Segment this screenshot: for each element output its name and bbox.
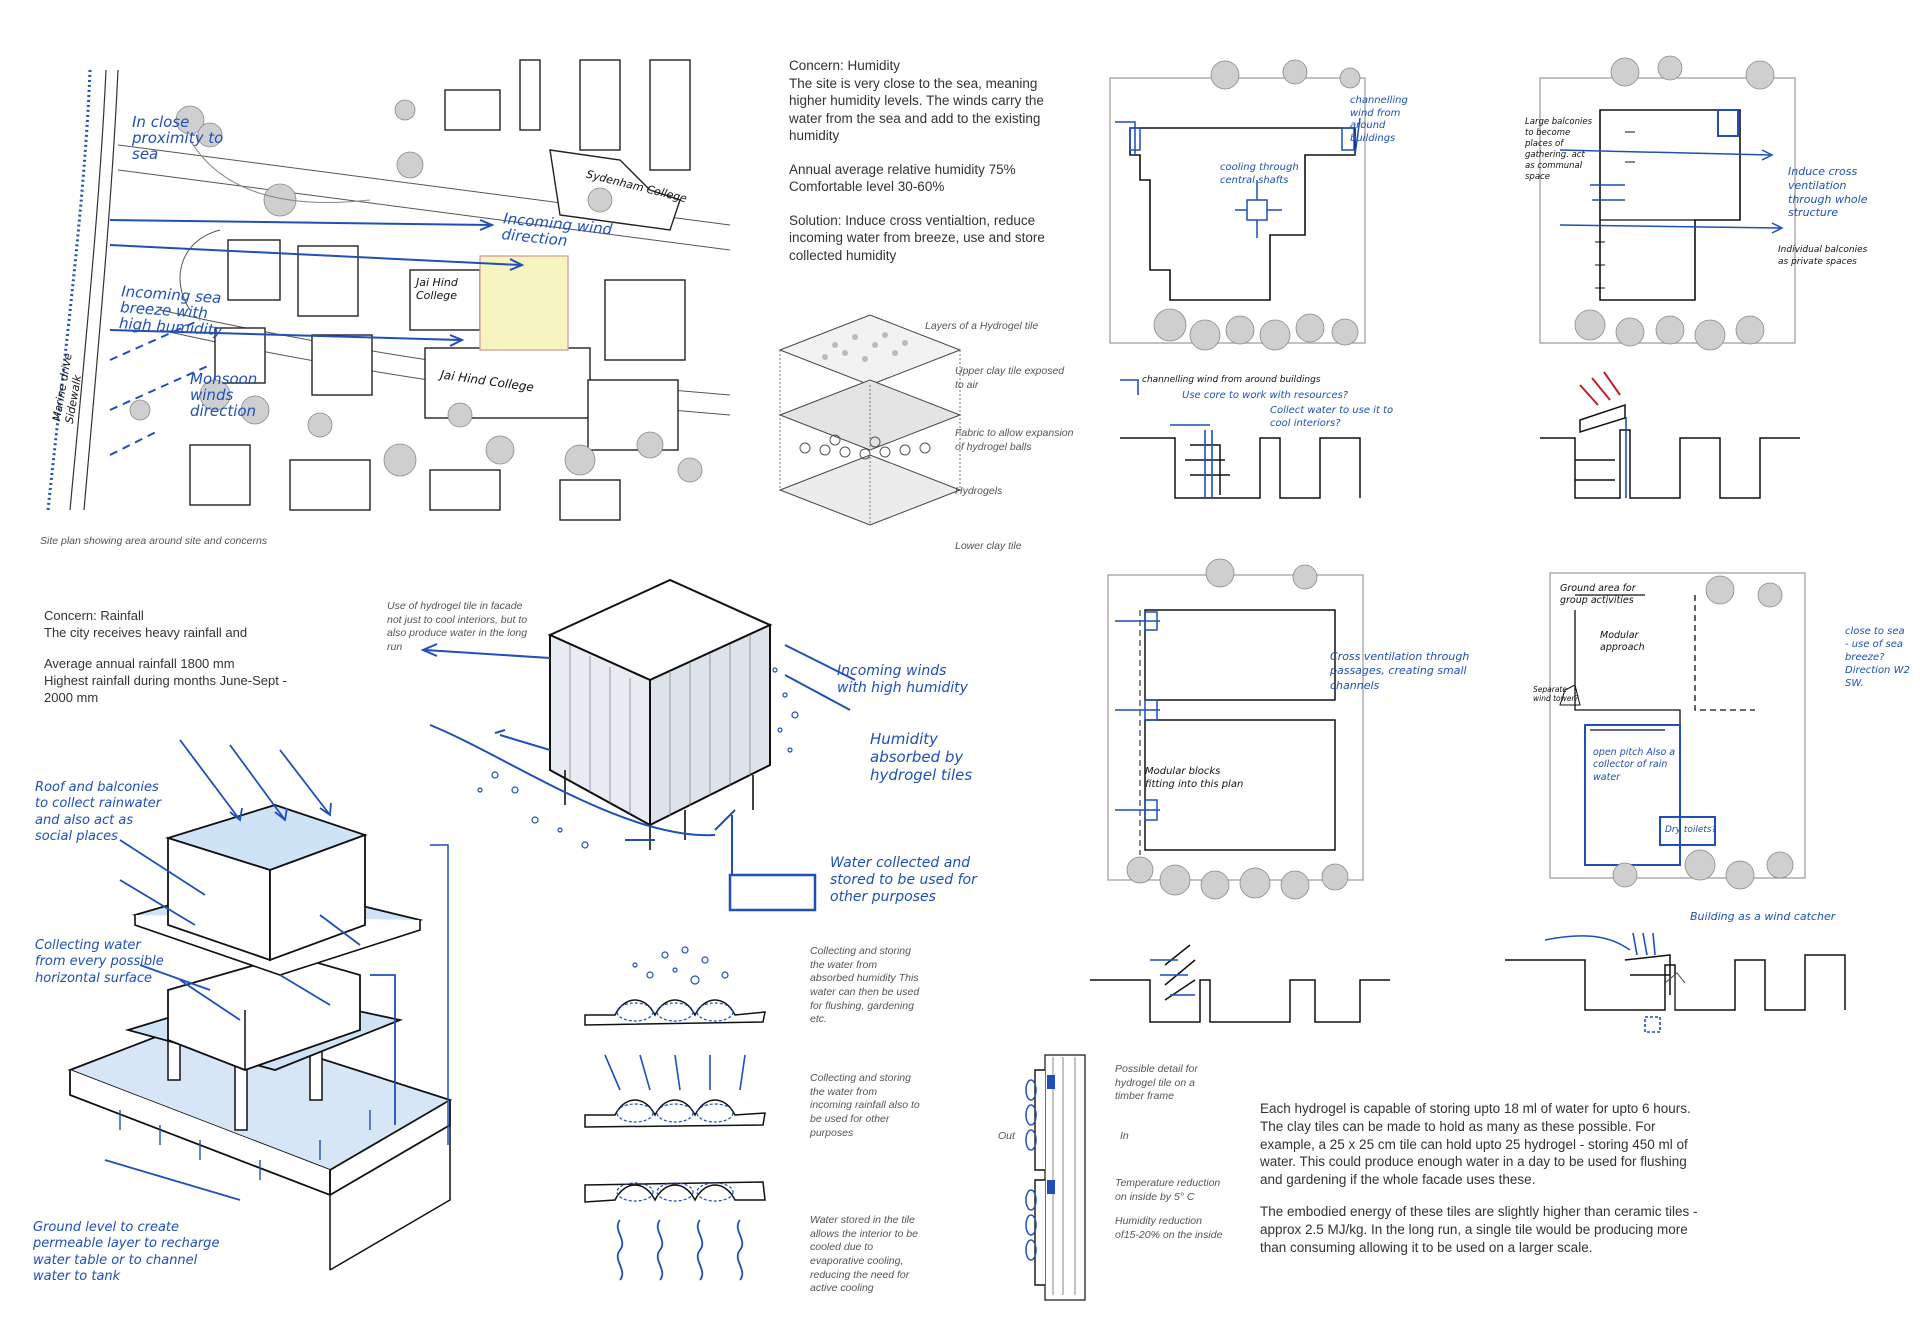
timber-in-label: In xyxy=(1120,1130,1129,1142)
plan4-modular: Modular approach xyxy=(1600,630,1645,654)
site-plot xyxy=(479,255,569,351)
rainfall-para-2a: Average annual rainfall 1800 mm xyxy=(44,655,235,671)
tile-layers-title: Layers of a Hydrogel tile xyxy=(925,320,1039,332)
rain-label-roof: Roof and balconies to collect rainwater … xyxy=(35,780,162,844)
tile-sections-drawing xyxy=(584,946,766,1281)
humidity-para-1: The site is very close to the sea, meani… xyxy=(789,75,1044,144)
site-label-sea-breeze: Incoming sea breeze with high humidity xyxy=(118,282,224,339)
plan2-induce: Induce cross ventilation through whole s… xyxy=(1788,165,1868,220)
facade-cube-drawing xyxy=(420,578,856,912)
site-plan-drawing xyxy=(46,59,731,521)
plan4-ground: Ground area for group activities xyxy=(1560,583,1636,607)
hydrogel-tile-diagram: Layers of a Hydrogel tile Upper clay til… xyxy=(775,314,1075,575)
plan1-section-note-2: Use core to work with resources? xyxy=(1182,390,1349,401)
rainfall-para-1: The city receives heavy rainfall and xyxy=(44,624,248,640)
plan3-modular: Modular blocks fitting into this plan xyxy=(1145,766,1244,790)
timber-detail-drawing xyxy=(1025,1054,1086,1301)
tile-layer-3: Hydrogels xyxy=(955,485,1003,497)
plan3-cross: Cross ventilation through passages, crea… xyxy=(1330,650,1470,692)
plan-option-2: Large balconies to become places of gath… xyxy=(1525,55,1900,510)
plan1-section-note-1: channelling wind from around buildings xyxy=(1142,375,1321,385)
site-plan: In close proximity to sea Incoming wind … xyxy=(40,50,731,547)
tile-layer-2: Fabric to allow expansion of hydrogel ba… xyxy=(955,427,1074,453)
tile-section-2-caption: Collecting and storing the water from in… xyxy=(810,1072,920,1139)
plan4-close: close to sea - use of sea breeze? Direct… xyxy=(1845,626,1910,689)
hydrogel-facade-diagram: Use of hydrogel tile in facade not just … xyxy=(385,578,1005,912)
facade-collected: Water collected and stored to be used fo… xyxy=(830,855,977,905)
plan2-drawing xyxy=(1539,55,1800,499)
plan2-large: Large balconies to become places of gath… xyxy=(1525,117,1593,183)
plan-option-4: Ground area for group activities Modular… xyxy=(1505,555,1910,1033)
tile-layer-1: Upper clay tile exposed to air xyxy=(955,365,1065,391)
rainfall-concern: Concern: Rainfall The city receives heav… xyxy=(44,608,294,706)
plan4-separate: Separate wind tower? xyxy=(1533,685,1579,703)
plan4-dry: Dry toilets? xyxy=(1665,825,1717,835)
site-label-jai-hind-small: Jai Hind College xyxy=(416,276,458,302)
plan4-drawing xyxy=(1505,572,1846,1033)
hydrogel-summary: Each hydrogel is capable of storing upto… xyxy=(1260,1100,1700,1257)
humidity-title: Concern: Humidity xyxy=(789,58,901,73)
timber-detail-title: Possible detail for hydrogel tile on a t… xyxy=(1115,1063,1198,1103)
humidity-para-3: Solution: Induce cross ventialtion, redu… xyxy=(789,212,1045,263)
site-plan-caption: Site plan showing area around site and c… xyxy=(40,535,268,547)
timber-detail: Out In Possible detail for hydrogel tile… xyxy=(995,1045,1235,1305)
plan3-drawing xyxy=(1090,558,1390,1023)
rainfall-title: Concern: Rainfall xyxy=(44,608,144,623)
tile-layers-drawing xyxy=(778,314,962,526)
tile-section-3-caption: Water stored in the tile allows the inte… xyxy=(810,1214,918,1295)
humidity-concern: Concern: Humidity The site is very close… xyxy=(789,57,1049,264)
facade-absorbed: Humidity absorbed by hydrogel tiles xyxy=(870,730,973,784)
tile-layer-4: Lower clay tile xyxy=(955,540,1022,552)
plan1-drawing xyxy=(1109,59,1366,499)
plan4-open: open pitch Also a collector of rain wate… xyxy=(1593,747,1676,783)
humidity-para-2a: Annual average relative humidity 75% xyxy=(789,161,1016,177)
tile-section-1-caption: Collecting and storing the water from ab… xyxy=(810,945,920,1026)
timber-temp-note: Temperature reduction on inside by 5° C xyxy=(1115,1177,1221,1203)
timber-humidity-note: Humidity reduction of15-20% on the insid… xyxy=(1115,1215,1223,1241)
rainfall-para-2b: Highest rainfall during months June-Sept… xyxy=(44,672,287,705)
tile-sections: Collecting and storing the water from ab… xyxy=(575,940,935,1294)
timber-out-label: Out xyxy=(998,1130,1015,1142)
rain-building-drawing xyxy=(67,739,453,1271)
facade-incoming: Incoming winds with high humidity xyxy=(837,663,968,696)
plan1-cooling: cooling through central shafts xyxy=(1220,162,1299,186)
plan1-section-note-3: Collect water to use it to cool interior… xyxy=(1270,405,1394,429)
summary-para-1: Each hydrogel is capable of storing upto… xyxy=(1260,1101,1691,1188)
plan1-channelling: channelling wind from around buildings xyxy=(1350,95,1408,144)
rain-collection-diagram: Roof and balconies to collect rainwater … xyxy=(30,730,500,1300)
plan2-individual: Individual balconies as private spaces xyxy=(1778,245,1868,267)
rain-label-ground: Ground level to create permeable layer t… xyxy=(33,1220,220,1284)
plan-option-3: Cross ventilation through passages, crea… xyxy=(1090,555,1469,1025)
humidity-para-2b: Comfortable level 30-60% xyxy=(789,179,945,195)
plan-option-1: channelling wind from around buildings c… xyxy=(1109,59,1410,510)
summary-para-2: The embodied energy of these tiles are s… xyxy=(1260,1204,1698,1255)
plan4-catcher: Building as a wind catcher xyxy=(1690,910,1836,923)
site-label-monsoon: Monsoon winds direction xyxy=(190,370,258,420)
site-label-proximity: In close proximity to sea xyxy=(132,113,224,163)
facade-caption: Use of hydrogel tile in facade not just … xyxy=(387,600,528,653)
rain-label-collecting: Collecting water from every possible hor… xyxy=(35,938,164,986)
